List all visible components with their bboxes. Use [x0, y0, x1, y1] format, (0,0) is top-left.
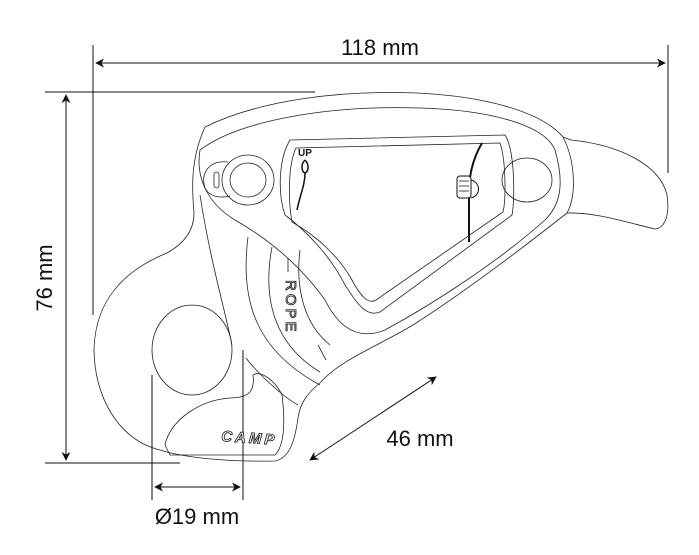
up-label: UP: [298, 148, 312, 159]
cam-arc-outer: [245, 236, 321, 386]
up-rope-icon: [296, 159, 309, 211]
pivot-slot-plate: [203, 161, 231, 198]
height-dimension: 76 mm: [32, 91, 315, 464]
rope-dimension: 46 mm: [309, 376, 454, 461]
brand-panel: [164, 373, 285, 456]
brand-logo: CAMP: [221, 428, 278, 449]
height-label: 76 mm: [32, 244, 57, 311]
cam-arc-inner: [268, 246, 321, 373]
pivot-hole: [229, 162, 267, 198]
slot-icon: [213, 171, 220, 189]
hole-diameter-dimension: Ø19 mm: [151, 350, 244, 529]
device-outline: [93, 92, 669, 462]
hole-diameter-label: Ø19 mm: [155, 504, 239, 529]
frame-outer: [198, 107, 561, 335]
right-hole: [501, 157, 553, 203]
rope-length-label: 46 mm: [386, 426, 453, 451]
window-frame: [279, 134, 515, 314]
rope-arrow: [309, 376, 437, 461]
large-hole: [151, 304, 233, 396]
rope-marking-dashes: [287, 258, 327, 361]
belay-device: UP ROPE CAMP: [93, 92, 669, 462]
pivot-ring: [221, 154, 275, 206]
rope-marking: ROPE: [282, 280, 299, 335]
width-label: 118 mm: [341, 35, 419, 60]
hand-icon: [456, 175, 479, 199]
rope-line-icon: [467, 142, 483, 242]
width-dimension: 118 mm: [92, 35, 669, 315]
cam-arc-inner2: [298, 249, 331, 346]
lever-join: [562, 136, 574, 214]
